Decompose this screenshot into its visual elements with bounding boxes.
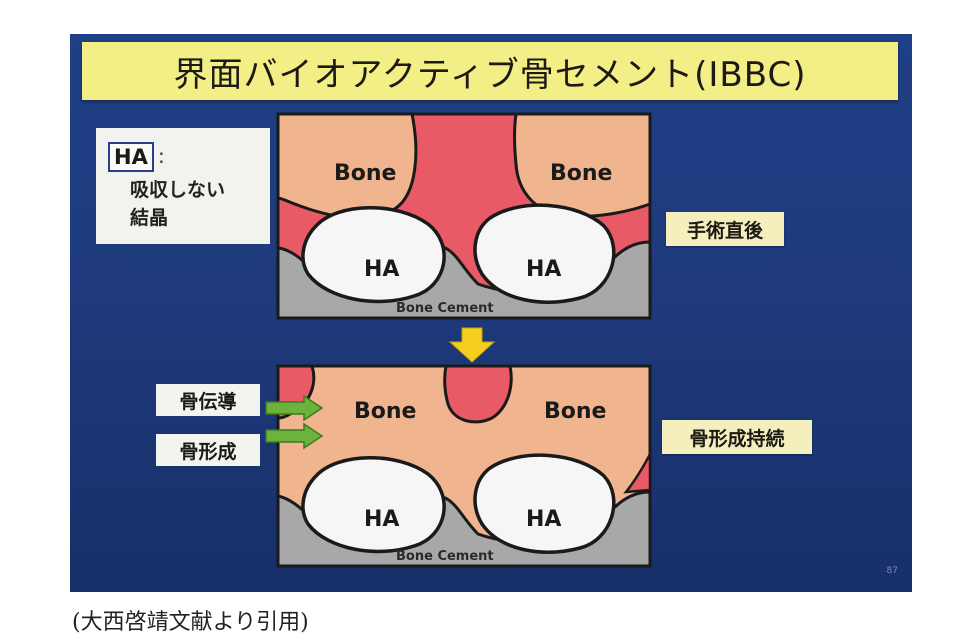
bottom-bone-right-label: Bone — [544, 399, 606, 424]
state-label-continued-text: 骨形成持続 — [689, 427, 785, 450]
bottom-ha-left-label: HA — [364, 507, 399, 532]
bottom-ha-right — [473, 453, 616, 554]
bottom-diagram: Bone Bone HA HA Bone Cement — [276, 364, 652, 568]
side-label-osteogenesis-text: 骨形成 — [179, 440, 237, 463]
top-ha-right — [473, 203, 616, 304]
top-ha-left — [301, 206, 446, 304]
legend-box: HA : 吸収しない 結晶 — [96, 128, 270, 244]
bottom-ha-left — [301, 456, 446, 554]
side-label-osteoconduction: 骨伝導 — [156, 384, 260, 416]
state-label-continued: 骨形成持続 — [662, 420, 812, 454]
legend-ha-label: HA — [108, 142, 154, 172]
top-bone-left-label: Bone — [334, 161, 396, 186]
legend-colon: : — [158, 144, 165, 168]
state-label-immediate: 手術直後 — [666, 212, 784, 246]
state-label-immediate-text: 手術直後 — [686, 219, 763, 242]
osteogenesis-arrow-icon — [265, 422, 324, 450]
down-arrow-icon — [448, 327, 496, 363]
figure-caption: (大西啓靖文献より引用) — [72, 610, 309, 635]
side-label-osteogenesis: 骨形成 — [156, 434, 260, 466]
slide: 界面バイオアクティブ骨セメント(IBBC) HA : 吸収しない 結晶 Bone… — [70, 34, 912, 592]
slide-title: 界面バイオアクティブ骨セメント(IBBC) — [82, 42, 898, 100]
top-diagram: Bone Bone HA HA Bone Cement — [276, 112, 652, 320]
top-ha-left-label: HA — [364, 257, 399, 282]
side-label-osteoconduction-text: 骨伝導 — [179, 390, 237, 413]
bottom-cement-label: Bone Cement — [396, 549, 494, 564]
top-bone-right-label: Bone — [550, 161, 612, 186]
slide-page-number: 87 — [886, 566, 898, 576]
legend-description: 吸収しない 結晶 — [130, 179, 226, 229]
top-cement-label: Bone Cement — [396, 301, 494, 316]
top-ha-right-label: HA — [526, 257, 561, 282]
slide-title-text: 界面バイオアクティブ骨セメント(IBBC) — [173, 54, 807, 95]
bottom-tissue-right — [623, 453, 652, 494]
bottom-ha-right-label: HA — [526, 507, 561, 532]
bottom-tissue-center — [443, 364, 513, 424]
osteoconduction-arrow-icon — [265, 394, 324, 422]
bottom-bone-left-label: Bone — [354, 399, 416, 424]
